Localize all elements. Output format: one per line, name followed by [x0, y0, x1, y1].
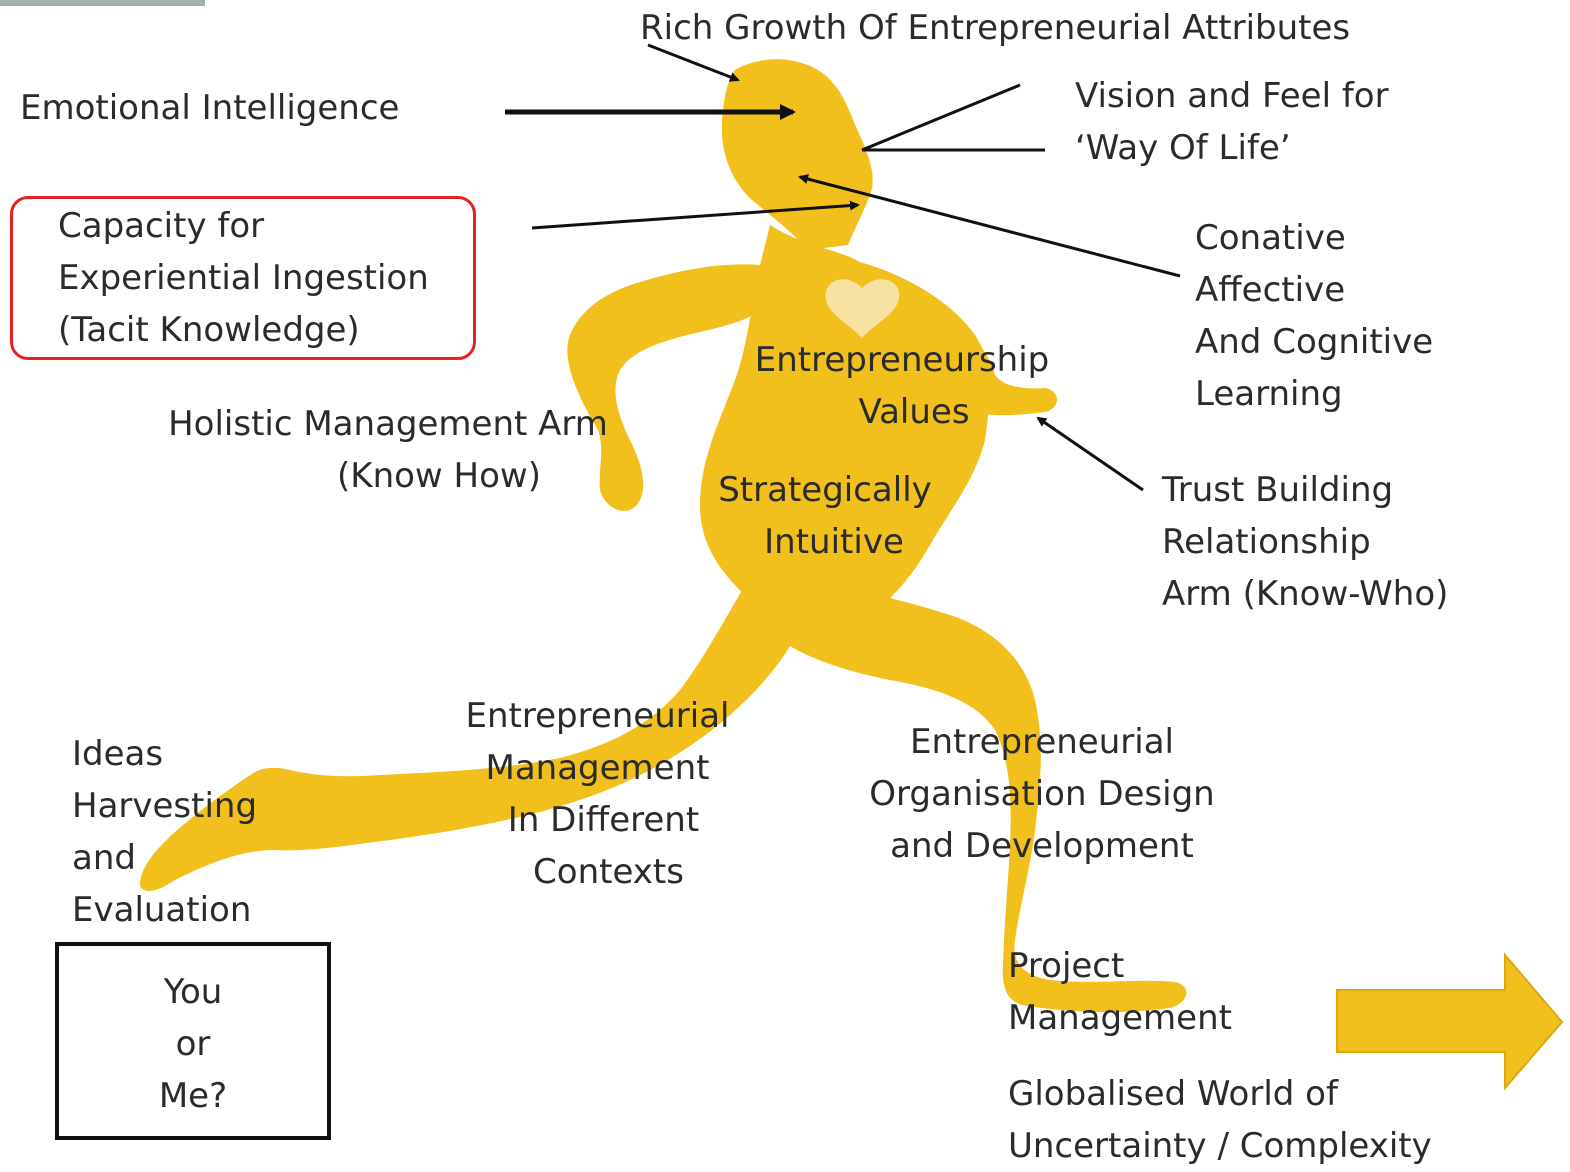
- label-holistic: Holistic Management Arm (Know How): [168, 404, 608, 496]
- runner-back-leg: [140, 560, 810, 892]
- you-or-me-box: [55, 942, 331, 1140]
- runner-back-arm: [567, 264, 760, 511]
- label-trust: Trust Building Relationship Arm (Know-Wh…: [1162, 470, 1449, 614]
- label-you-or-me: You or Me?: [158, 972, 228, 1116]
- runner-torso: [700, 225, 990, 634]
- runner-silhouette: [140, 59, 1187, 1012]
- label-conative: Conative Affective And Cognitive Learnin…: [1195, 218, 1434, 414]
- label-vision: Vision and Feel for ‘Way Of Life’: [1075, 76, 1389, 168]
- label-values: Entrepreneurship Values: [754, 340, 1050, 432]
- arrow-conative: [798, 174, 1181, 278]
- label-globalised: Globalised World of Uncertainty / Comple…: [1008, 1074, 1432, 1166]
- runner-head: [721, 59, 873, 251]
- arrow-vision-upper: [861, 83, 1021, 152]
- label-strategic: Strategically Intuitive: [718, 470, 932, 562]
- highlight-frame-capacity: [10, 196, 476, 360]
- runner-front-leg: [780, 570, 1187, 1012]
- label-org-design: Entrepreneurial Organisation Design and …: [869, 722, 1215, 866]
- arrow-trust: [1036, 416, 1144, 492]
- label-emotional-intelligence: Emotional Intelligence: [20, 88, 400, 128]
- forward-arrow-icon: [1336, 952, 1564, 1091]
- label-ent-management: Entrepreneurial Management In Different …: [465, 696, 730, 892]
- annotation-arrows: [505, 43, 1181, 492]
- runner-front-arm: [940, 320, 1058, 416]
- label-capacity: Capacity for Experiential Ingestion (Tac…: [58, 206, 429, 350]
- heart-icon: [825, 279, 900, 338]
- arrow-rich-growth: [647, 43, 740, 82]
- label-project-management: Project Management: [1008, 946, 1232, 1038]
- label-ideas: Ideas Harvesting and Evaluation: [72, 734, 258, 930]
- label-rich-growth: Rich Growth Of Entrepreneurial Attribute…: [640, 8, 1351, 48]
- header-logo-strip: [0, 0, 205, 6]
- arrow-capacity: [531, 200, 860, 230]
